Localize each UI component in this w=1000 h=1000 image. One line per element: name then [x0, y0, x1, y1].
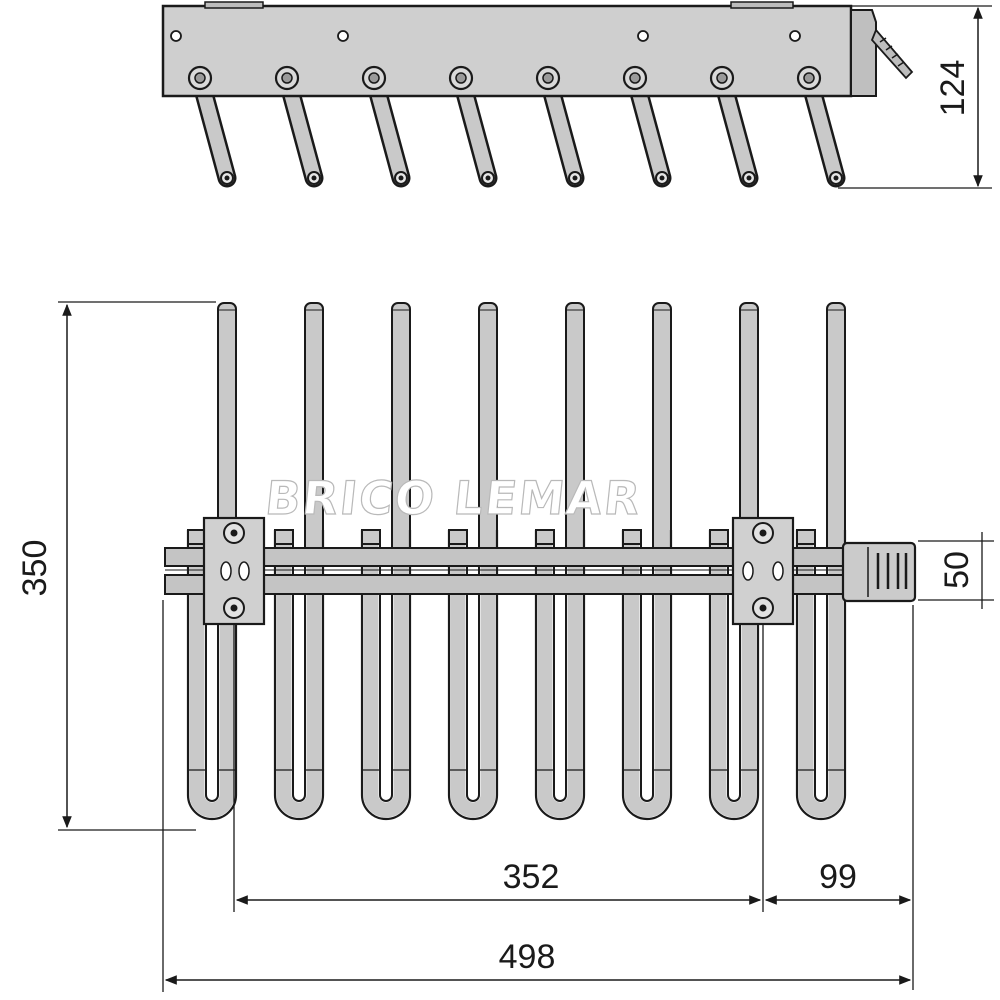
side-arm-end-dot: [572, 175, 578, 181]
side-pivot-center: [281, 72, 293, 84]
hanger-rod: [217, 302, 237, 554]
u-hanger-outline: [447, 530, 499, 821]
side-view-clip: [870, 28, 914, 80]
side-arm-end-dot: [746, 175, 752, 181]
u-hanger-inner: [640, 534, 654, 802]
dimension-50: 50: [918, 532, 994, 609]
side-arm-end-dot: [833, 175, 839, 181]
u-hanger-inner: [553, 534, 567, 802]
side-arm-end-dot: [485, 175, 491, 181]
dimension-label-350: 350: [16, 540, 54, 597]
side-pivot-center: [542, 72, 554, 84]
u-hanger-outline: [360, 530, 412, 821]
u-hanger: [450, 530, 496, 818]
u-hanger-cap: [709, 529, 729, 545]
hanger-rod: [652, 302, 672, 554]
u-hanger-cap: [535, 529, 555, 545]
side-view-screw-hole: [170, 30, 182, 42]
dimension-498: 498: [162, 600, 912, 992]
u-hanger-outline: [534, 530, 586, 821]
side-arm-end-dot: [311, 175, 317, 181]
side-arm-end-dot: [659, 175, 665, 181]
side-view-top-clip-left: [204, 1, 264, 9]
dimension-124: 124: [838, 5, 992, 189]
u-hanger-inner: [379, 534, 393, 802]
side-view: [161, 1, 914, 188]
u-hanger: [276, 530, 322, 818]
side-pivot-center: [629, 72, 641, 84]
side-view-end-bracket: [850, 9, 877, 97]
hanger-rod: [826, 302, 846, 554]
side-view-bar: [161, 4, 853, 98]
dimension-label-99: 99: [819, 858, 857, 896]
side-view-screw-hole: [337, 30, 349, 42]
u-hanger-cap: [796, 529, 816, 545]
dimension-label-50: 50: [938, 551, 976, 589]
plan-view: [164, 302, 917, 821]
u-hanger-outline: [273, 530, 325, 821]
u-hanger-outline: [795, 530, 847, 821]
side-pivot-center: [716, 72, 728, 84]
u-hanger-outline: [621, 530, 673, 821]
side-arm-end-dot: [224, 175, 230, 181]
u-hanger: [711, 530, 757, 818]
side-pivot-center: [803, 72, 815, 84]
side-arm-end-dot: [398, 175, 404, 181]
u-hanger-cap: [361, 529, 381, 545]
side-view-screw-hole: [637, 30, 649, 42]
u-hanger-inner: [466, 534, 480, 802]
side-view-top-clip-right: [730, 1, 794, 9]
u-hanger: [189, 530, 235, 818]
side-pivot-center: [455, 72, 467, 84]
side-view-pivots: [187, 65, 822, 91]
side-view-screw-hole: [789, 30, 801, 42]
side-pivot-center: [368, 72, 380, 84]
side-pivot-center: [194, 72, 206, 84]
u-hanger-inner: [727, 534, 741, 802]
u-hanger: [537, 530, 583, 818]
u-hanger: [363, 530, 409, 818]
watermark: BRICO LEMAR: [263, 471, 645, 525]
u-hanger: [624, 530, 670, 818]
dimension-label-124: 124: [934, 60, 972, 117]
plan-top-rods: [217, 302, 846, 554]
u-hanger-outline: [186, 530, 238, 821]
dimension-352-99: 352 99: [233, 605, 914, 990]
u-hanger-inner: [205, 534, 219, 802]
u-hanger: [798, 530, 844, 818]
u-hanger-cap: [622, 529, 642, 545]
u-hanger-inner: [814, 534, 828, 802]
dimension-label-352: 352: [503, 858, 560, 896]
dimension-label-498: 498: [499, 938, 556, 976]
hanger-rod: [739, 302, 759, 554]
u-hanger-cap: [448, 529, 468, 545]
u-hanger-cap: [274, 529, 294, 545]
u-hanger-inner: [292, 534, 306, 802]
plan-u-hangers: [186, 529, 847, 821]
u-hanger-outline: [708, 530, 760, 821]
dimension-350: 350: [16, 301, 216, 831]
